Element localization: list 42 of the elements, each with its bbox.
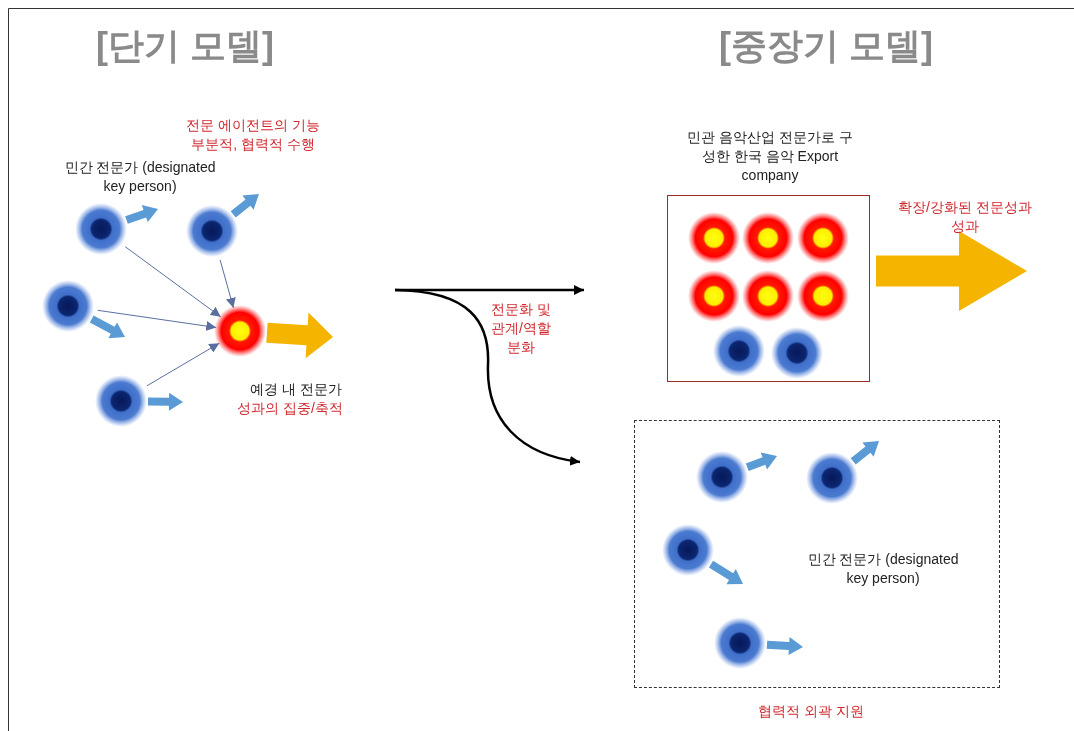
section-title: [단기 모델] — [95, 24, 275, 68]
block-arrow — [708, 560, 743, 585]
person-dot — [806, 452, 858, 504]
caption-text: 성과의 집중/축적 — [236, 399, 344, 418]
section-title: [중장기 모델] — [718, 24, 934, 68]
highlight-dot — [214, 305, 266, 357]
person-dot — [42, 280, 94, 332]
caption-text: 예경 내 전문가 — [249, 380, 343, 399]
box-text: 민간 전문가 (designated key person) — [806, 550, 960, 588]
person-dot — [75, 203, 127, 255]
block-arrow — [745, 452, 777, 472]
block-arrow — [125, 205, 158, 224]
person-dot — [771, 327, 823, 379]
highlight-dot — [688, 212, 740, 264]
arrow — [97, 309, 217, 331]
block-arrow — [230, 194, 259, 218]
caption-text: 민간 전문가 (designated key person) — [63, 158, 217, 196]
highlight-dot — [688, 270, 740, 322]
highlight-dot — [797, 270, 849, 322]
block-arrow — [876, 231, 1027, 311]
arrow — [219, 259, 236, 309]
person-dot — [186, 205, 238, 257]
block-arrow — [766, 637, 803, 656]
person-dot — [714, 617, 766, 669]
highlight-dot — [797, 212, 849, 264]
person-dot — [696, 451, 748, 503]
note-text: 전문 에이전트의 기능 부분적, 협력적 수행 — [185, 116, 321, 154]
arrow — [146, 342, 220, 387]
box-heading: 민관 음악산업 전문가로 구성한 한국 음악 Export company — [687, 128, 853, 185]
edge-label: 확장/강화된 전문성과 성과 — [897, 198, 1033, 236]
arrow-caption: 전문화 및 관계/역할 분화 — [490, 300, 552, 357]
person-dot — [713, 325, 765, 377]
person-dot — [95, 375, 147, 427]
highlight-dot — [742, 212, 794, 264]
highlight-dot — [742, 270, 794, 322]
arrow — [124, 246, 222, 318]
person-dot — [662, 524, 714, 576]
block-arrow — [147, 392, 183, 411]
block-arrow — [89, 315, 125, 339]
block-arrow — [850, 441, 879, 465]
caption-text: 협력적 외곽 지원 — [757, 702, 865, 721]
block-arrow — [266, 312, 333, 359]
